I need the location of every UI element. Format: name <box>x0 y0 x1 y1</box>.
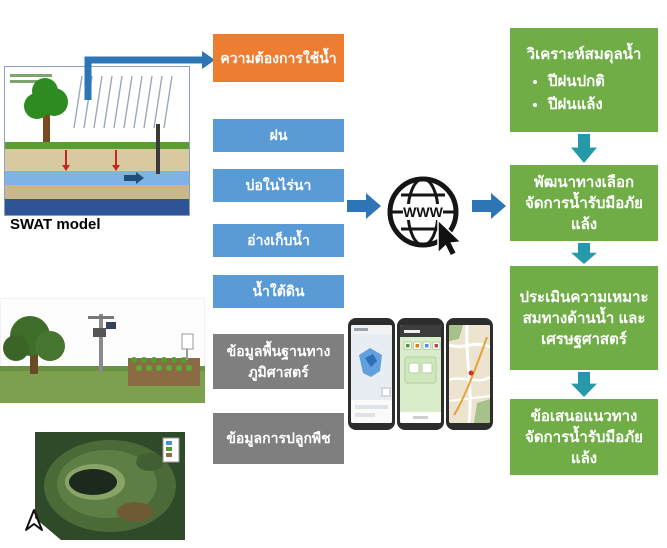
aerial-pond-figure <box>35 432 185 545</box>
crop-plot <box>128 357 200 386</box>
phone-map-app <box>348 318 395 430</box>
input-label: ความต้องการใช้น้ำ <box>220 49 337 66</box>
web-to-outputs-arrow <box>472 193 506 219</box>
input-box-water-demand: ความต้องการใช้น้ำ <box>213 34 344 82</box>
output-title: ประเมินความเหมาะสมทางด้านน้ำ และเศรษฐศาส… <box>519 288 649 348</box>
input-label: บ่อในไร่นา <box>245 177 312 194</box>
output-box-recommendations: ข้อเสนอแนวทางจัดการน้ำรับมือภัยแล้ง <box>510 399 658 475</box>
web-globe-figure: WWW <box>381 170 468 263</box>
pond <box>69 469 117 495</box>
input-box-rain: ฝน <box>213 119 344 152</box>
swat-model-label: SWAT model <box>10 216 101 233</box>
input-box-reservoir: อ่างเก็บน้ำ <box>213 224 344 257</box>
rain-lines <box>73 75 173 129</box>
app-icons <box>403 341 441 350</box>
field-station-figure <box>0 297 206 408</box>
map-legend <box>162 437 180 463</box>
phone-menu-app <box>397 318 444 430</box>
www-globe-cursor-icon: WWW <box>387 176 463 258</box>
cursor-icon <box>437 218 463 258</box>
tree-icon <box>3 316 65 374</box>
output-box-management-options: พัฒนาทางเลือกจัดการน้ำรับมือภัยแล้ง <box>510 165 658 241</box>
field-station-illustration <box>0 297 206 404</box>
tree-icon <box>24 78 68 143</box>
phone-street-map-app <box>446 318 493 430</box>
aerial-pond-illustration <box>35 432 185 540</box>
input-label: น้ำใต้ดิน <box>252 283 305 300</box>
input-box-crop-data: ข้อมูลการปลูกพืช <box>213 413 344 464</box>
well-pipe <box>156 124 160 174</box>
input-label: ฝน <box>269 127 288 144</box>
down-arrow-1 <box>571 134 597 163</box>
input-label: ข้อมูลพื้นฐานทางภูมิศาสตร์ <box>226 343 331 380</box>
map-marker <box>468 370 474 376</box>
down-arrow-3 <box>571 372 597 397</box>
input-box-groundwater: น้ำใต้ดิน <box>213 275 344 308</box>
infiltration-arrows <box>62 150 120 171</box>
output-title: ข้อเสนอแนวทางจัดการน้ำรับมือภัยแล้ง <box>525 407 643 467</box>
www-text: WWW <box>403 204 443 220</box>
phone-street-map-screen <box>449 325 490 423</box>
swat-model-figure <box>4 66 190 221</box>
bullet-item: ปีฝนแล้ง <box>548 94 605 115</box>
output-title: พัฒนาทางเลือกจัดการน้ำรับมือภัยแล้ง <box>525 173 643 233</box>
input-label: อ่างเก็บน้ำ <box>247 232 310 249</box>
input-box-geographic-data: ข้อมูลพื้นฐานทางภูมิศาสตร์ <box>213 334 344 389</box>
aquifer-flow-arrow <box>124 172 144 184</box>
input-label: ข้อมูลการปลูกพืช <box>226 430 331 447</box>
phone-menu-screen <box>400 325 441 423</box>
swat-model-illustration <box>4 66 190 216</box>
swat-to-demand-arrow <box>84 51 215 100</box>
label-placeholder <box>10 74 52 83</box>
down-arrow-2 <box>571 243 597 264</box>
output-box-suitability-assessment: ประเมินความเหมาะสมทางด้านน้ำ และเศรษฐศาส… <box>510 266 658 370</box>
soil-layers <box>5 142 189 215</box>
inputs-to-web-arrow <box>347 193 381 219</box>
input-box-farm-ponds: บ่อในไร่นา <box>213 169 344 202</box>
bullet-item: ปีฝนปกติ <box>548 71 605 92</box>
north-arrow-icon <box>25 509 43 531</box>
output-box-water-balance: วิเคราะห์สมดุลน้ำ ปีฝนปกติ ปีฝนแล้ง <box>510 28 658 132</box>
output-bullets: ปีฝนปกติ ปีฝนแล้ง <box>548 69 605 117</box>
map-green-area <box>449 325 463 341</box>
map-route <box>453 336 488 416</box>
output-title: วิเคราะห์สมดุลน้ำ <box>526 45 642 63</box>
phone-map-screen <box>351 325 392 423</box>
weather-station-icon <box>88 314 116 372</box>
field-sign <box>181 333 194 360</box>
